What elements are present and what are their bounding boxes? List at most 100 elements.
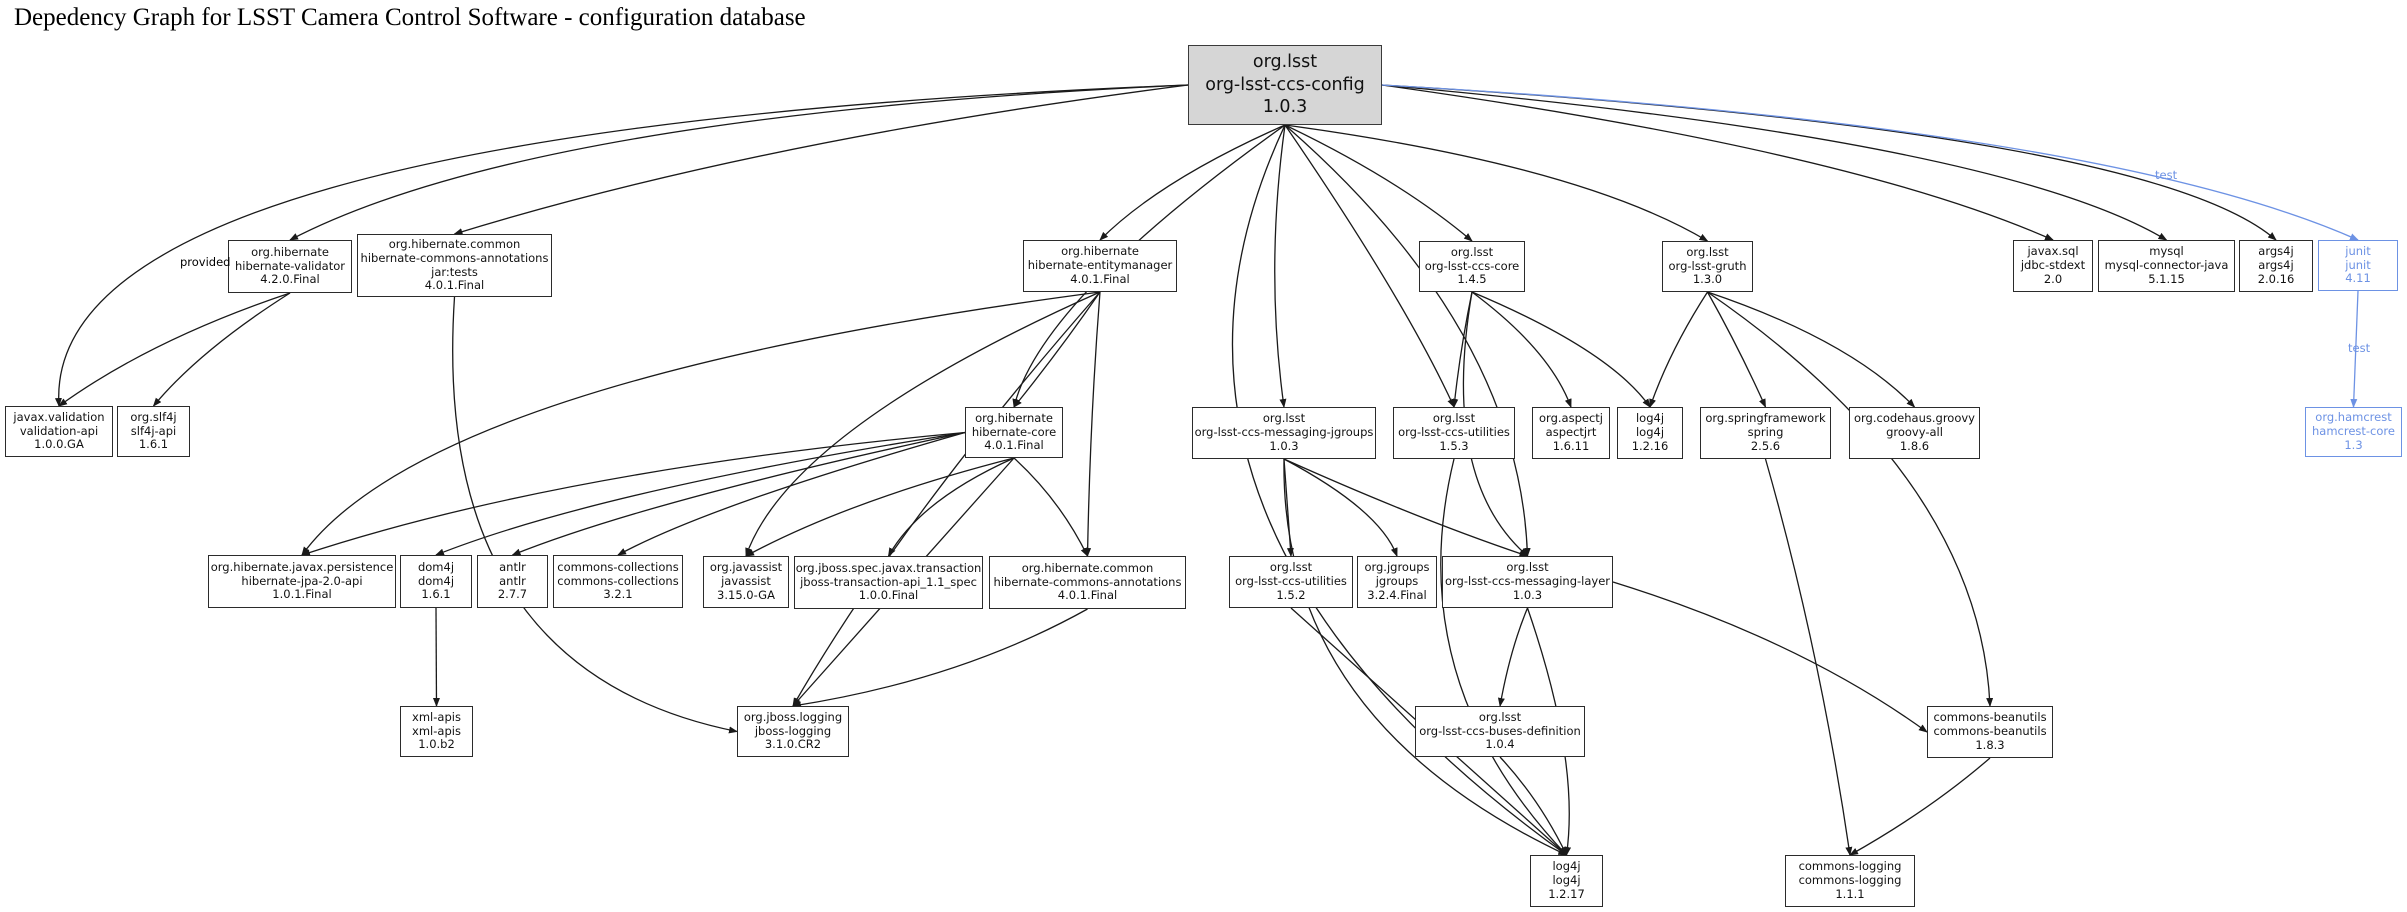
- node-label-line: org-lsst-ccs-utilities: [1235, 574, 1347, 589]
- edge-hibernate_core-jpa: [301, 431, 966, 556]
- node-label-line: dom4j: [417, 573, 455, 588]
- edge-config-messaging_layer: [1284, 124, 1531, 557]
- edge-hibernate_core-dom4j: [435, 431, 966, 556]
- node-label-line: 1.8.6: [1899, 438, 1930, 453]
- edge-junit-hamcrest: [2350, 290, 2359, 408]
- node-label-line: org-lsst-ccs-config: [1205, 74, 1365, 95]
- node-label-line: javax.sql: [2027, 244, 2079, 259]
- edge-hca_tests-jboss_logging: [452, 296, 738, 734]
- node-label-line: slf4j-api: [130, 423, 177, 438]
- node-label-line: commons-beanutils: [1933, 724, 2047, 739]
- node-label-line: 1.6.1: [138, 437, 169, 452]
- node-label-line: org.lsst: [1686, 244, 1729, 259]
- edge-gruth-spring: [1706, 291, 1767, 408]
- edge-hca-jboss_logging: [792, 608, 1088, 709]
- edge-buses_definition-log4j217: [1499, 756, 1568, 856]
- node-label-line: 4.0.1.Final: [1057, 588, 1118, 603]
- node-label-line: org.lsst: [1262, 411, 1306, 426]
- node-label-line: hibernate-entitymanager: [1027, 258, 1173, 273]
- node-label-line: org.aspectj: [1539, 411, 1603, 426]
- node-label-line: org.jboss.logging: [743, 709, 843, 724]
- node-label-line: 4.0.1.Final: [1070, 271, 1130, 286]
- edge-gruth-beanutils: [1707, 291, 1994, 707]
- node-label-line: hamcrest-core: [2312, 424, 2395, 439]
- edge-utilities153-log4j217: [1440, 458, 1568, 856]
- node-label-line: javassist: [721, 574, 771, 589]
- node-label-line: commons-logging: [1798, 873, 1902, 888]
- node-label-line: javax.validation: [13, 409, 105, 424]
- node-label-line: 3.1.0.CR2: [764, 737, 822, 752]
- node-label-line: 1.0.4: [1485, 737, 1515, 752]
- node-label-line: 2.0: [2043, 271, 2063, 286]
- edge-messaging_layer-beanutils: [1612, 581, 1928, 733]
- edge-entitymanager-javassist: [745, 291, 1101, 557]
- node-label-line: 3.2.1: [603, 587, 633, 602]
- node-label-line: jar:tests: [431, 264, 478, 279]
- node-label-line: mysql-connector-java: [2104, 258, 2229, 273]
- edge-entitymanager-jboss_logging: [792, 291, 1101, 707]
- node-label-line: org-lsst-ccs-messaging-layer: [1444, 574, 1611, 589]
- edge-hibernate_core-hca: [1013, 457, 1089, 557]
- node-label-line: commons-collections: [557, 559, 679, 574]
- node-label-line: 1.0.b2: [418, 737, 455, 752]
- edge-beanutils-commons_logging: [1849, 757, 1991, 856]
- node-label-line: org.hibernate: [251, 244, 329, 259]
- node-label-line: org.jboss.spec.javax.transaction: [795, 560, 982, 575]
- node-label-line: antlr: [499, 573, 526, 588]
- node-label-line: org.jgroups: [1364, 560, 1430, 575]
- node-label-line: 1.6.11: [1552, 438, 1590, 453]
- node-label-line: 1.4.5: [1457, 272, 1487, 287]
- edge-config-args4j: [1381, 84, 2277, 241]
- node-label-line: junit: [2345, 243, 2371, 258]
- node-label-line: org.lsst: [1252, 51, 1318, 72]
- node-label-line: jdbc-stdext: [2020, 258, 2086, 273]
- node-label-line: 1.3.0: [1692, 272, 1723, 287]
- node-label-line: 1.0.1.Final: [272, 587, 332, 602]
- edge-hibernate_core-jboss_transaction: [887, 457, 1015, 557]
- edge-hibernate_core-commons_collections: [617, 431, 966, 556]
- edge-gruth-log4j216: [1649, 291, 1709, 408]
- node-label-line: commons-logging: [1798, 859, 1902, 874]
- node-label-line: 1.0.0.GA: [34, 437, 84, 452]
- node-label-line: mysql: [2149, 244, 2184, 259]
- edge-config-hca_tests: [453, 84, 1189, 235]
- edge-messaging_jgroups-log4j217: [1283, 458, 1568, 856]
- node-label-line: log4j: [1635, 425, 1665, 440]
- node-label-line: org.codehaus.groovy: [1854, 411, 1975, 426]
- node-label-line: hibernate-validator: [234, 258, 345, 273]
- edge-config-jdbc: [1381, 84, 2054, 241]
- node-label-line: junit: [2345, 257, 2371, 272]
- node-label-line: antlr: [499, 559, 526, 574]
- node-label-line: xml-apis: [412, 709, 461, 724]
- node-label-line: args4j: [2258, 258, 2294, 273]
- node-label-line: hibernate-jpa-2.0-api: [241, 573, 363, 588]
- edge-validator-slf4j: [152, 292, 291, 407]
- edge-config-validator: [289, 84, 1189, 241]
- edge-spring-commons_logging: [1764, 458, 1853, 856]
- node-label-line: 1.8.3: [1975, 737, 2005, 752]
- node-label-line: log4j: [1552, 873, 1581, 888]
- node-label-line: 1.2.17: [1548, 886, 1585, 901]
- node-label-line: org.hibernate: [975, 410, 1053, 425]
- edge-hibernate_core-antlr: [511, 431, 966, 556]
- node-label-line: commons-beanutils: [1933, 710, 2047, 725]
- node-label-line: 2.5.6: [1750, 438, 1781, 453]
- node-label-line: org.slf4j: [130, 409, 177, 424]
- node-label-line: 1.1.1: [1835, 886, 1865, 901]
